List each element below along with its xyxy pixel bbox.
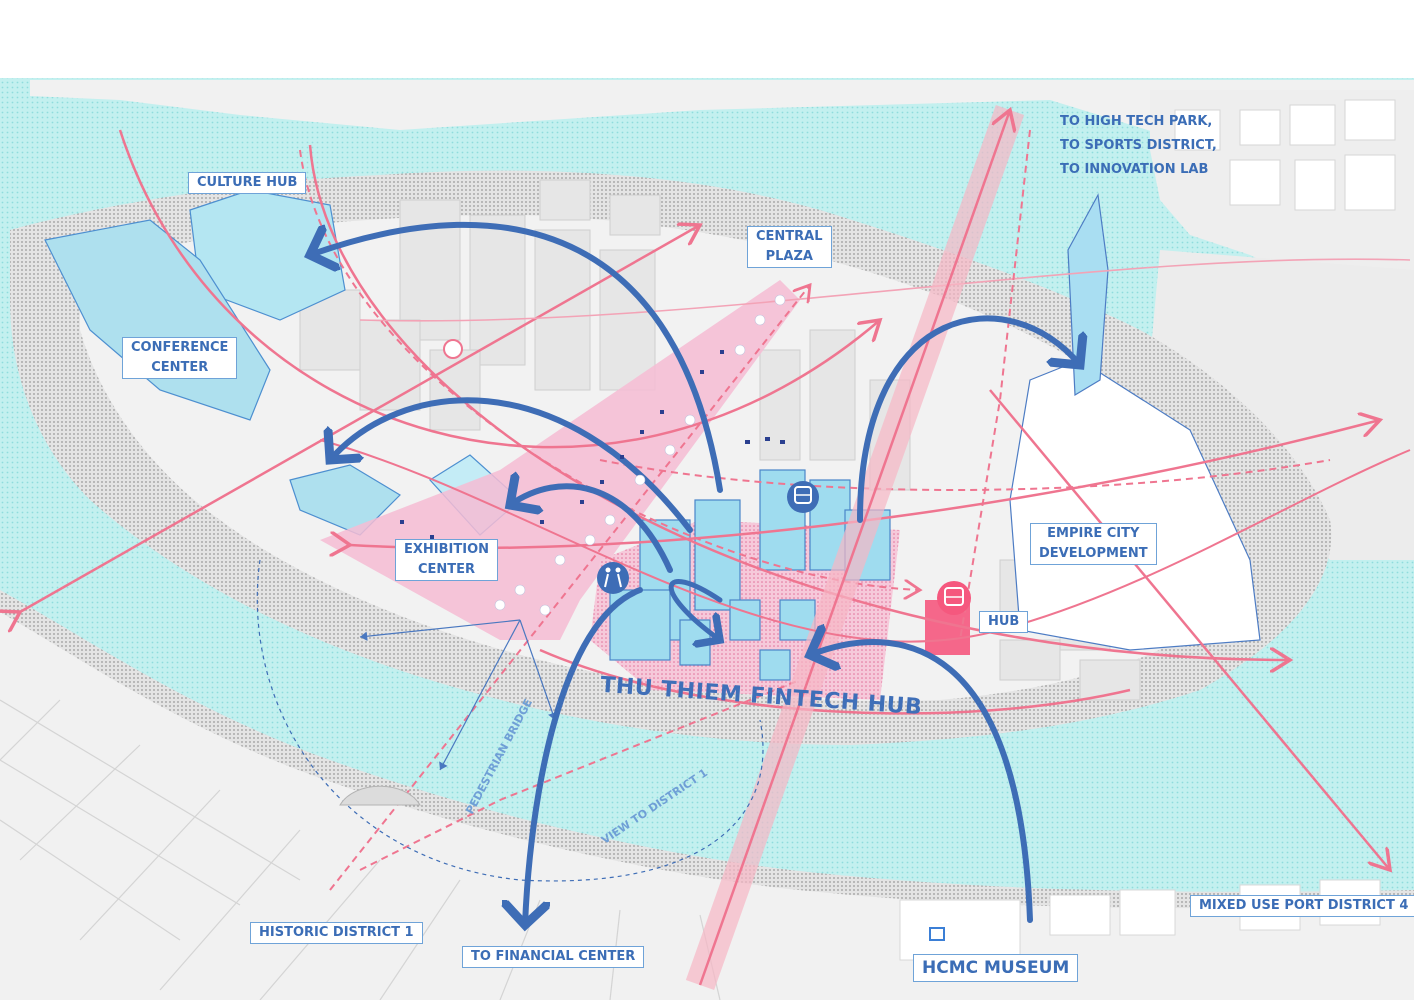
conference-center-label: CONFERENCE CENTER xyxy=(122,337,238,379)
hub-label: HUB xyxy=(979,611,1029,633)
bus-icon xyxy=(787,481,819,513)
view-arrow-2 xyxy=(519,619,558,721)
historic-district-label: HISTORIC DISTRICT 1 xyxy=(250,922,423,944)
high-tech-line-1: TO HIGH TECH PARK, xyxy=(1060,114,1213,129)
northeast-city-blocks xyxy=(1174,99,1396,211)
opera-house xyxy=(339,785,421,806)
central-plaza-label: CENTRAL PLAZA xyxy=(747,226,832,268)
north-bank-land xyxy=(30,80,1414,150)
high-tech-note: TO HIGH TECH PARK, TO SPORTS DISTRICT, T… xyxy=(1060,110,1217,182)
road-network xyxy=(20,129,1411,870)
district-1-quay xyxy=(0,590,1414,909)
view-arrow-3 xyxy=(439,619,521,771)
hcmc-museum-label: HCMC MUSEUM xyxy=(913,954,1079,982)
mixed-use-port-label: MIXED USE PORT DISTRICT 4 xyxy=(1190,895,1414,917)
financial-center-label: TO FINANCIAL CENTER xyxy=(462,946,645,968)
elevated-road-center xyxy=(698,110,1010,986)
exhibition-center-label: EXHIBITION CENTER xyxy=(395,539,499,581)
plaza-white-trees xyxy=(494,294,786,616)
metro-train-icon xyxy=(937,581,971,615)
high-tech-line-2: TO SPORTS DISTRICT, xyxy=(1060,138,1217,153)
culture-hub-label: CULTURE HUB xyxy=(188,172,307,194)
museum-marker xyxy=(929,927,945,941)
view-arrow-1 xyxy=(359,619,521,642)
flow-arrows xyxy=(310,221,1080,925)
empire-city-label: EMPIRE CITY DEVELOPMENT xyxy=(1030,523,1157,565)
pedestrian-icon xyxy=(597,562,629,594)
view-cone xyxy=(256,559,764,882)
intersection-marker xyxy=(443,339,463,359)
high-tech-line-3: TO INNOVATION LAB xyxy=(1060,162,1209,177)
